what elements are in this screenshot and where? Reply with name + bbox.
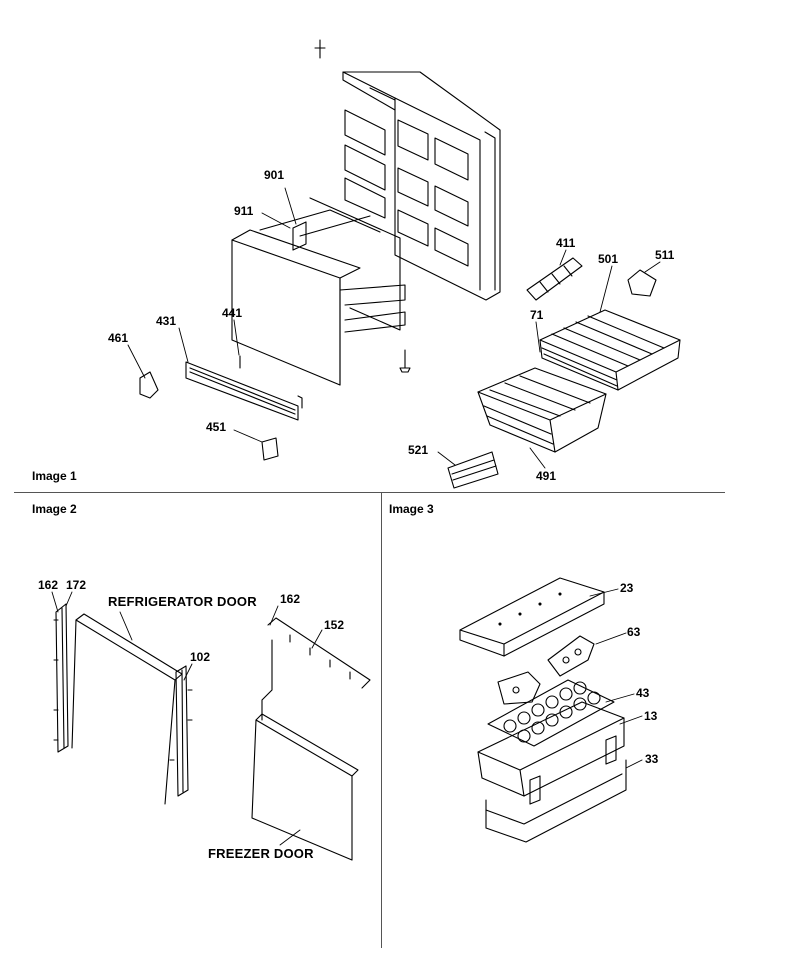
callout-23: 23 [620, 581, 634, 595]
part-63-egg-supports [498, 636, 594, 704]
image3-leaders [590, 589, 642, 768]
callout-501: 501 [598, 252, 619, 266]
callout-43: 43 [636, 686, 650, 700]
callout-521: 521 [408, 443, 429, 457]
part-431-handle [186, 362, 302, 420]
part-461-cap [140, 372, 158, 398]
image1-leaders [128, 188, 660, 468]
part-491-basket [478, 368, 606, 452]
refrigerator-door-label: REFRIGERATOR DOOR [108, 594, 257, 609]
callout-63: 63 [627, 625, 641, 639]
callout-162-left: 162 [38, 578, 59, 592]
callout-102: 102 [190, 650, 211, 664]
freezer-drawer [232, 198, 410, 385]
callout-461: 461 [108, 331, 129, 345]
vertical-divider [381, 493, 382, 948]
part-23-shelf [460, 578, 604, 656]
callout-431: 431 [156, 314, 177, 328]
image2-leaders [52, 592, 322, 845]
callout-911: 911 [234, 204, 254, 218]
callout-152: 152 [324, 618, 345, 632]
image2-title: Image 2 [32, 502, 77, 516]
callout-71: 71 [530, 308, 544, 322]
freezer-door-assembly [252, 618, 370, 860]
part-13-bin-and-33-dairy [478, 702, 626, 842]
image3-title: Image 3 [389, 502, 434, 516]
callout-33: 33 [645, 752, 659, 766]
image1-title: Image 1 [32, 469, 77, 483]
refrigerator-door-assembly [54, 604, 192, 804]
callout-13: 13 [644, 709, 658, 723]
callout-511: 511 [655, 248, 675, 262]
freezer-door-label: FREEZER DOOR [208, 846, 314, 861]
callout-411: 411 [556, 236, 576, 250]
part-501-basket [540, 310, 680, 390]
part-511-clip [628, 270, 656, 296]
callout-172: 172 [66, 578, 87, 592]
horizontal-divider [14, 492, 725, 493]
part-451-cap [262, 438, 278, 460]
callout-491: 491 [536, 469, 557, 483]
part-43-egg-tray [488, 680, 614, 746]
refrigerator-cabinet [315, 40, 500, 300]
callout-901: 901 [264, 168, 285, 182]
callout-441: 441 [222, 306, 243, 320]
part-521-divider [448, 452, 498, 488]
callout-451: 451 [206, 420, 227, 434]
callout-162-right: 162 [280, 592, 301, 606]
part-411-divider [527, 258, 582, 300]
